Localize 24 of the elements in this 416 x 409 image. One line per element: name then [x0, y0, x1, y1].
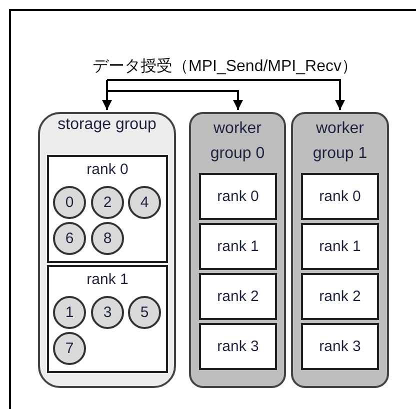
rank-box: rank 1 — [301, 223, 379, 270]
index-circle: 8 — [91, 222, 124, 255]
index-circle: 0 — [53, 186, 86, 219]
index-circle: 1 — [53, 296, 86, 329]
arrow — [106, 79, 345, 110]
rank-box: rank 2 — [301, 273, 379, 320]
index-circle: 3 — [91, 296, 124, 329]
rank-box: rank 0 — [199, 173, 277, 220]
rank-box: rank 2 — [199, 273, 277, 320]
rank-panel: rank 1 1 3 5 7 — [47, 265, 168, 373]
index-circle: 4 — [128, 186, 161, 219]
arrow — [106, 80, 243, 110]
group-panel: worker group 0 rank 0 rank 1 rank 2 rank 3 — [189, 112, 286, 388]
group-panel: storage group rank 0 0 2 4 6 8 rank 1 1 3 5 7 — [38, 112, 176, 388]
group-panel: worker group 1 rank 0 rank 1 rank 2 rank 3 — [291, 112, 389, 388]
heading-label: データ授受（MPI_Send/MPI_Recv） — [60, 56, 390, 80]
index-circle: 6 — [53, 222, 86, 255]
index-circle: 5 — [128, 296, 161, 329]
index-circle: 2 — [91, 186, 124, 219]
rank-box: rank 0 — [301, 173, 379, 220]
index-circle: 7 — [53, 332, 86, 365]
rank-box: rank 1 — [199, 223, 277, 270]
rank-box: rank 3 — [199, 323, 277, 370]
rank-box: rank 3 — [301, 323, 379, 370]
